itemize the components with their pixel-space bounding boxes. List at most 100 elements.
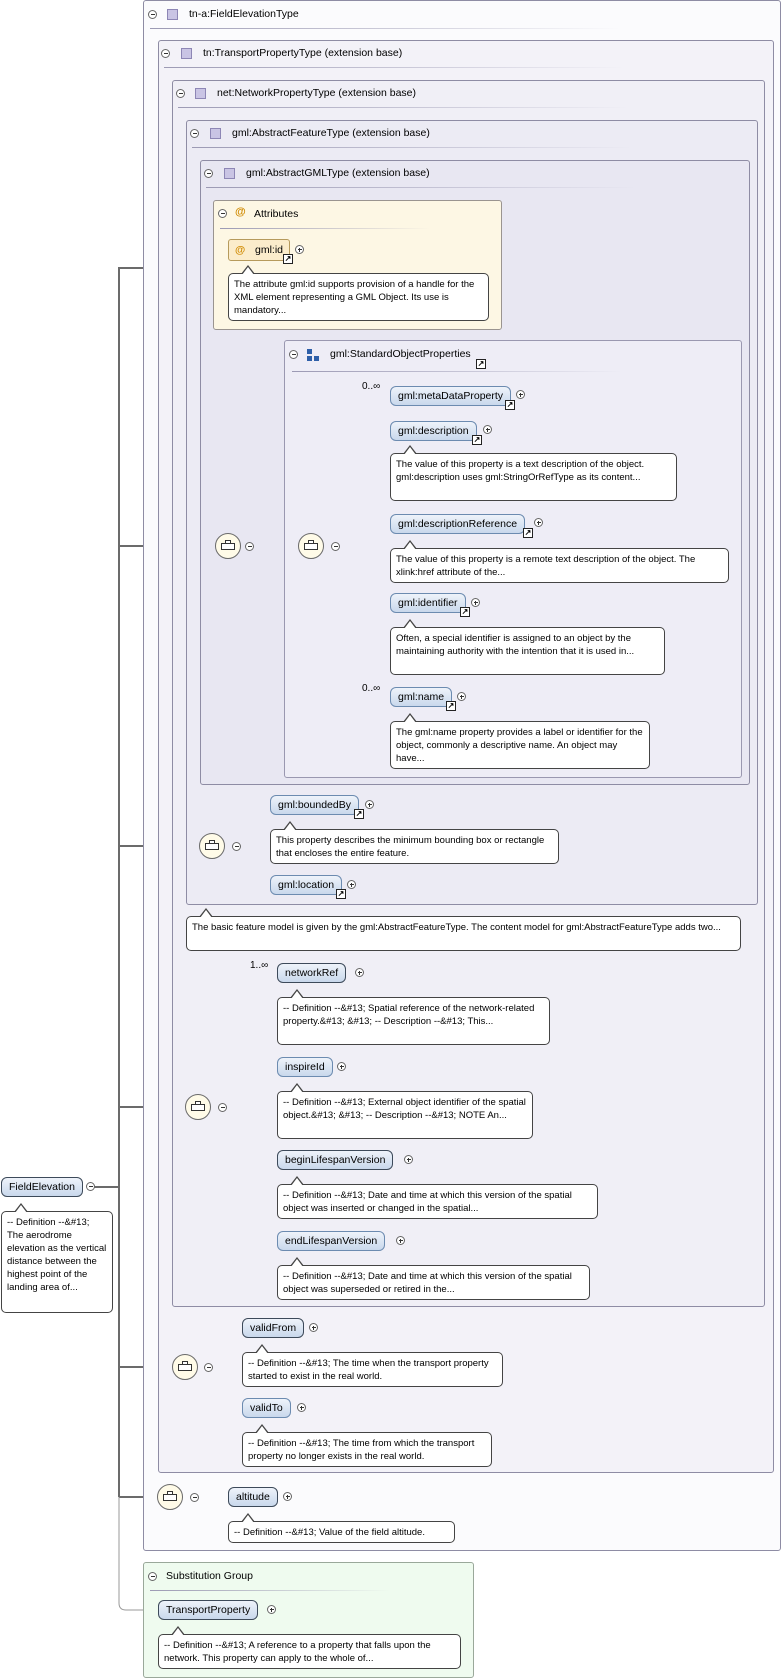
inspireid-doc: -- Definition --&#13; External object id… bbox=[277, 1083, 533, 1139]
attributes-title: Attributes bbox=[254, 208, 299, 220]
element-transportproperty[interactable]: TransportProperty bbox=[158, 1600, 259, 1620]
expand-boundedby-icon[interactable] bbox=[365, 800, 374, 809]
collapse-substitution-group-icon[interactable] bbox=[148, 1572, 157, 1581]
element-altitude[interactable]: altitude bbox=[228, 1487, 278, 1507]
expand-location-icon[interactable] bbox=[347, 880, 356, 889]
validto-doc: -- Definition --&#13; The time from whic… bbox=[242, 1424, 492, 1467]
metadataproperty-link-icon[interactable]: ↗ bbox=[505, 400, 515, 410]
descriptionreference-doc: The value of this property is a remote t… bbox=[390, 540, 729, 583]
header-divider bbox=[206, 187, 636, 188]
location-link-icon[interactable]: ↗ bbox=[336, 889, 346, 899]
group-icon bbox=[307, 349, 319, 361]
element-fieldelevation[interactable]: FieldElevation bbox=[1, 1177, 83, 1197]
descriptionreference-link-icon[interactable]: ↗ bbox=[523, 528, 533, 538]
boundedby-link-icon[interactable]: ↗ bbox=[354, 809, 364, 819]
feature-type-doc: The basic feature model is given by the … bbox=[186, 908, 741, 951]
gml-type-title: gml:AbstractGMLType (extension base) bbox=[246, 167, 430, 179]
collapse-sequence-icon[interactable] bbox=[218, 1103, 227, 1112]
fieldelevation-doc: -- Definition --&#13; The aerodrome elev… bbox=[1, 1203, 113, 1313]
validfrom-doc: -- Definition --&#13; The time when the … bbox=[242, 1344, 503, 1387]
sequence-compositor-icon[interactable] bbox=[157, 1484, 183, 1510]
substitution-group-title: Substitution Group bbox=[166, 1570, 253, 1582]
collapse-sequence-icon[interactable] bbox=[190, 1493, 199, 1502]
complex-type-icon bbox=[224, 168, 235, 179]
collapse-sequence-icon[interactable] bbox=[245, 542, 254, 551]
header-divider bbox=[292, 371, 622, 372]
name-link-icon[interactable]: ↗ bbox=[446, 701, 456, 711]
sequence-compositor-icon[interactable] bbox=[199, 833, 225, 859]
expand-gml-id-icon[interactable] bbox=[295, 245, 304, 254]
collapse-standard-props-icon[interactable] bbox=[289, 350, 298, 359]
collapse-transport-type-icon[interactable] bbox=[161, 49, 170, 58]
endlifespanversion-doc: -- Definition --&#13; Date and time at w… bbox=[277, 1257, 590, 1300]
collapse-root-element-icon[interactable] bbox=[86, 1182, 95, 1191]
complex-type-icon bbox=[195, 88, 206, 99]
network-type-title: net:NetworkPropertyType (extension base) bbox=[217, 87, 417, 99]
element-gml-metadataproperty[interactable]: gml:metaDataProperty bbox=[390, 386, 512, 406]
expand-validfrom-icon[interactable] bbox=[309, 1323, 318, 1332]
collapse-attributes-icon[interactable] bbox=[218, 209, 227, 218]
header-divider bbox=[150, 1590, 390, 1591]
complex-type-icon bbox=[167, 9, 178, 20]
transport-type-title: tn:TransportPropertyType (extension base… bbox=[203, 47, 403, 59]
identifier-doc: Often, a special identifier is assigned … bbox=[390, 619, 665, 675]
header-divider bbox=[178, 107, 628, 108]
header-divider bbox=[164, 67, 624, 68]
expand-name-icon[interactable] bbox=[457, 692, 466, 701]
beginlifespanversion-doc: -- Definition --&#13; Date and time at w… bbox=[277, 1176, 598, 1219]
name-doc: The gml:name property provides a label o… bbox=[390, 713, 650, 769]
collapse-sequence-icon[interactable] bbox=[204, 1363, 213, 1372]
root-type-title: tn-a:FieldElevationType bbox=[189, 8, 299, 20]
element-validto[interactable]: validTo bbox=[242, 1398, 291, 1418]
networkref-doc: -- Definition --&#13; Spatial reference … bbox=[277, 989, 550, 1045]
sequence-compositor-icon[interactable] bbox=[172, 1354, 198, 1380]
standard-props-title: gml:StandardObjectProperties bbox=[330, 348, 471, 360]
collapse-sequence-icon[interactable] bbox=[331, 542, 340, 551]
sequence-compositor-icon[interactable] bbox=[298, 533, 324, 559]
expand-validto-icon[interactable] bbox=[297, 1403, 306, 1412]
expand-descriptionreference-icon[interactable] bbox=[534, 518, 543, 527]
collapse-sequence-icon[interactable] bbox=[232, 842, 241, 851]
expand-metadataproperty-icon[interactable] bbox=[516, 390, 525, 399]
element-gml-location[interactable]: gml:location bbox=[270, 875, 343, 895]
gml-id-link-icon[interactable]: ↗ bbox=[283, 254, 293, 264]
element-gml-boundedby[interactable]: gml:boundedBy bbox=[270, 795, 359, 815]
description-doc: The value of this property is a text des… bbox=[390, 445, 677, 501]
element-gml-description[interactable]: gml:description bbox=[390, 421, 477, 441]
transportproperty-doc: -- Definition --&#13; A reference to a p… bbox=[158, 1626, 461, 1669]
collapse-network-type-icon[interactable] bbox=[176, 89, 185, 98]
element-beginlifespanversion[interactable]: beginLifespanVersion bbox=[277, 1150, 394, 1170]
element-gml-identifier[interactable]: gml:identifier bbox=[390, 593, 466, 613]
standard-props-link-icon[interactable]: ↗ bbox=[476, 359, 486, 369]
element-validfrom[interactable]: validFrom bbox=[242, 1318, 305, 1338]
header-divider bbox=[150, 28, 620, 29]
attribute-gml-id[interactable]: @ gml:id bbox=[228, 239, 290, 261]
header-divider bbox=[192, 147, 632, 148]
cardinality-label: 0..∞ bbox=[362, 381, 381, 392]
complex-type-icon bbox=[181, 48, 192, 59]
sequence-compositor-icon[interactable] bbox=[185, 1094, 211, 1120]
expand-altitude-icon[interactable] bbox=[283, 1492, 292, 1501]
element-endlifespanversion[interactable]: endLifespanVersion bbox=[277, 1231, 386, 1251]
cardinality-label: 1..∞ bbox=[250, 960, 269, 971]
expand-description-icon[interactable] bbox=[483, 425, 492, 434]
expand-identifier-icon[interactable] bbox=[471, 598, 480, 607]
expand-transportproperty-icon[interactable] bbox=[267, 1605, 276, 1614]
element-gml-name[interactable]: gml:name bbox=[390, 687, 453, 707]
identifier-link-icon[interactable]: ↗ bbox=[460, 607, 470, 617]
description-link-icon[interactable]: ↗ bbox=[472, 435, 482, 445]
collapse-feature-type-icon[interactable] bbox=[190, 129, 199, 138]
element-inspireid[interactable]: inspireId bbox=[277, 1057, 333, 1077]
expand-networkref-icon[interactable] bbox=[355, 968, 364, 977]
sequence-compositor-icon[interactable] bbox=[215, 533, 241, 559]
collapse-gml-type-icon[interactable] bbox=[204, 169, 213, 178]
collapse-root-type-icon[interactable] bbox=[148, 10, 157, 19]
element-gml-descriptionreference[interactable]: gml:descriptionReference bbox=[390, 514, 526, 534]
expand-endlifespanversion-icon[interactable] bbox=[396, 1236, 405, 1245]
boundedby-doc: This property describes the minimum boun… bbox=[270, 821, 559, 864]
attribute-at-icon: @ bbox=[235, 244, 246, 256]
expand-beginlifespanversion-icon[interactable] bbox=[404, 1155, 413, 1164]
expand-inspireid-icon[interactable] bbox=[337, 1062, 346, 1071]
element-networkref[interactable]: networkRef bbox=[277, 963, 347, 983]
complex-type-icon bbox=[210, 128, 221, 139]
